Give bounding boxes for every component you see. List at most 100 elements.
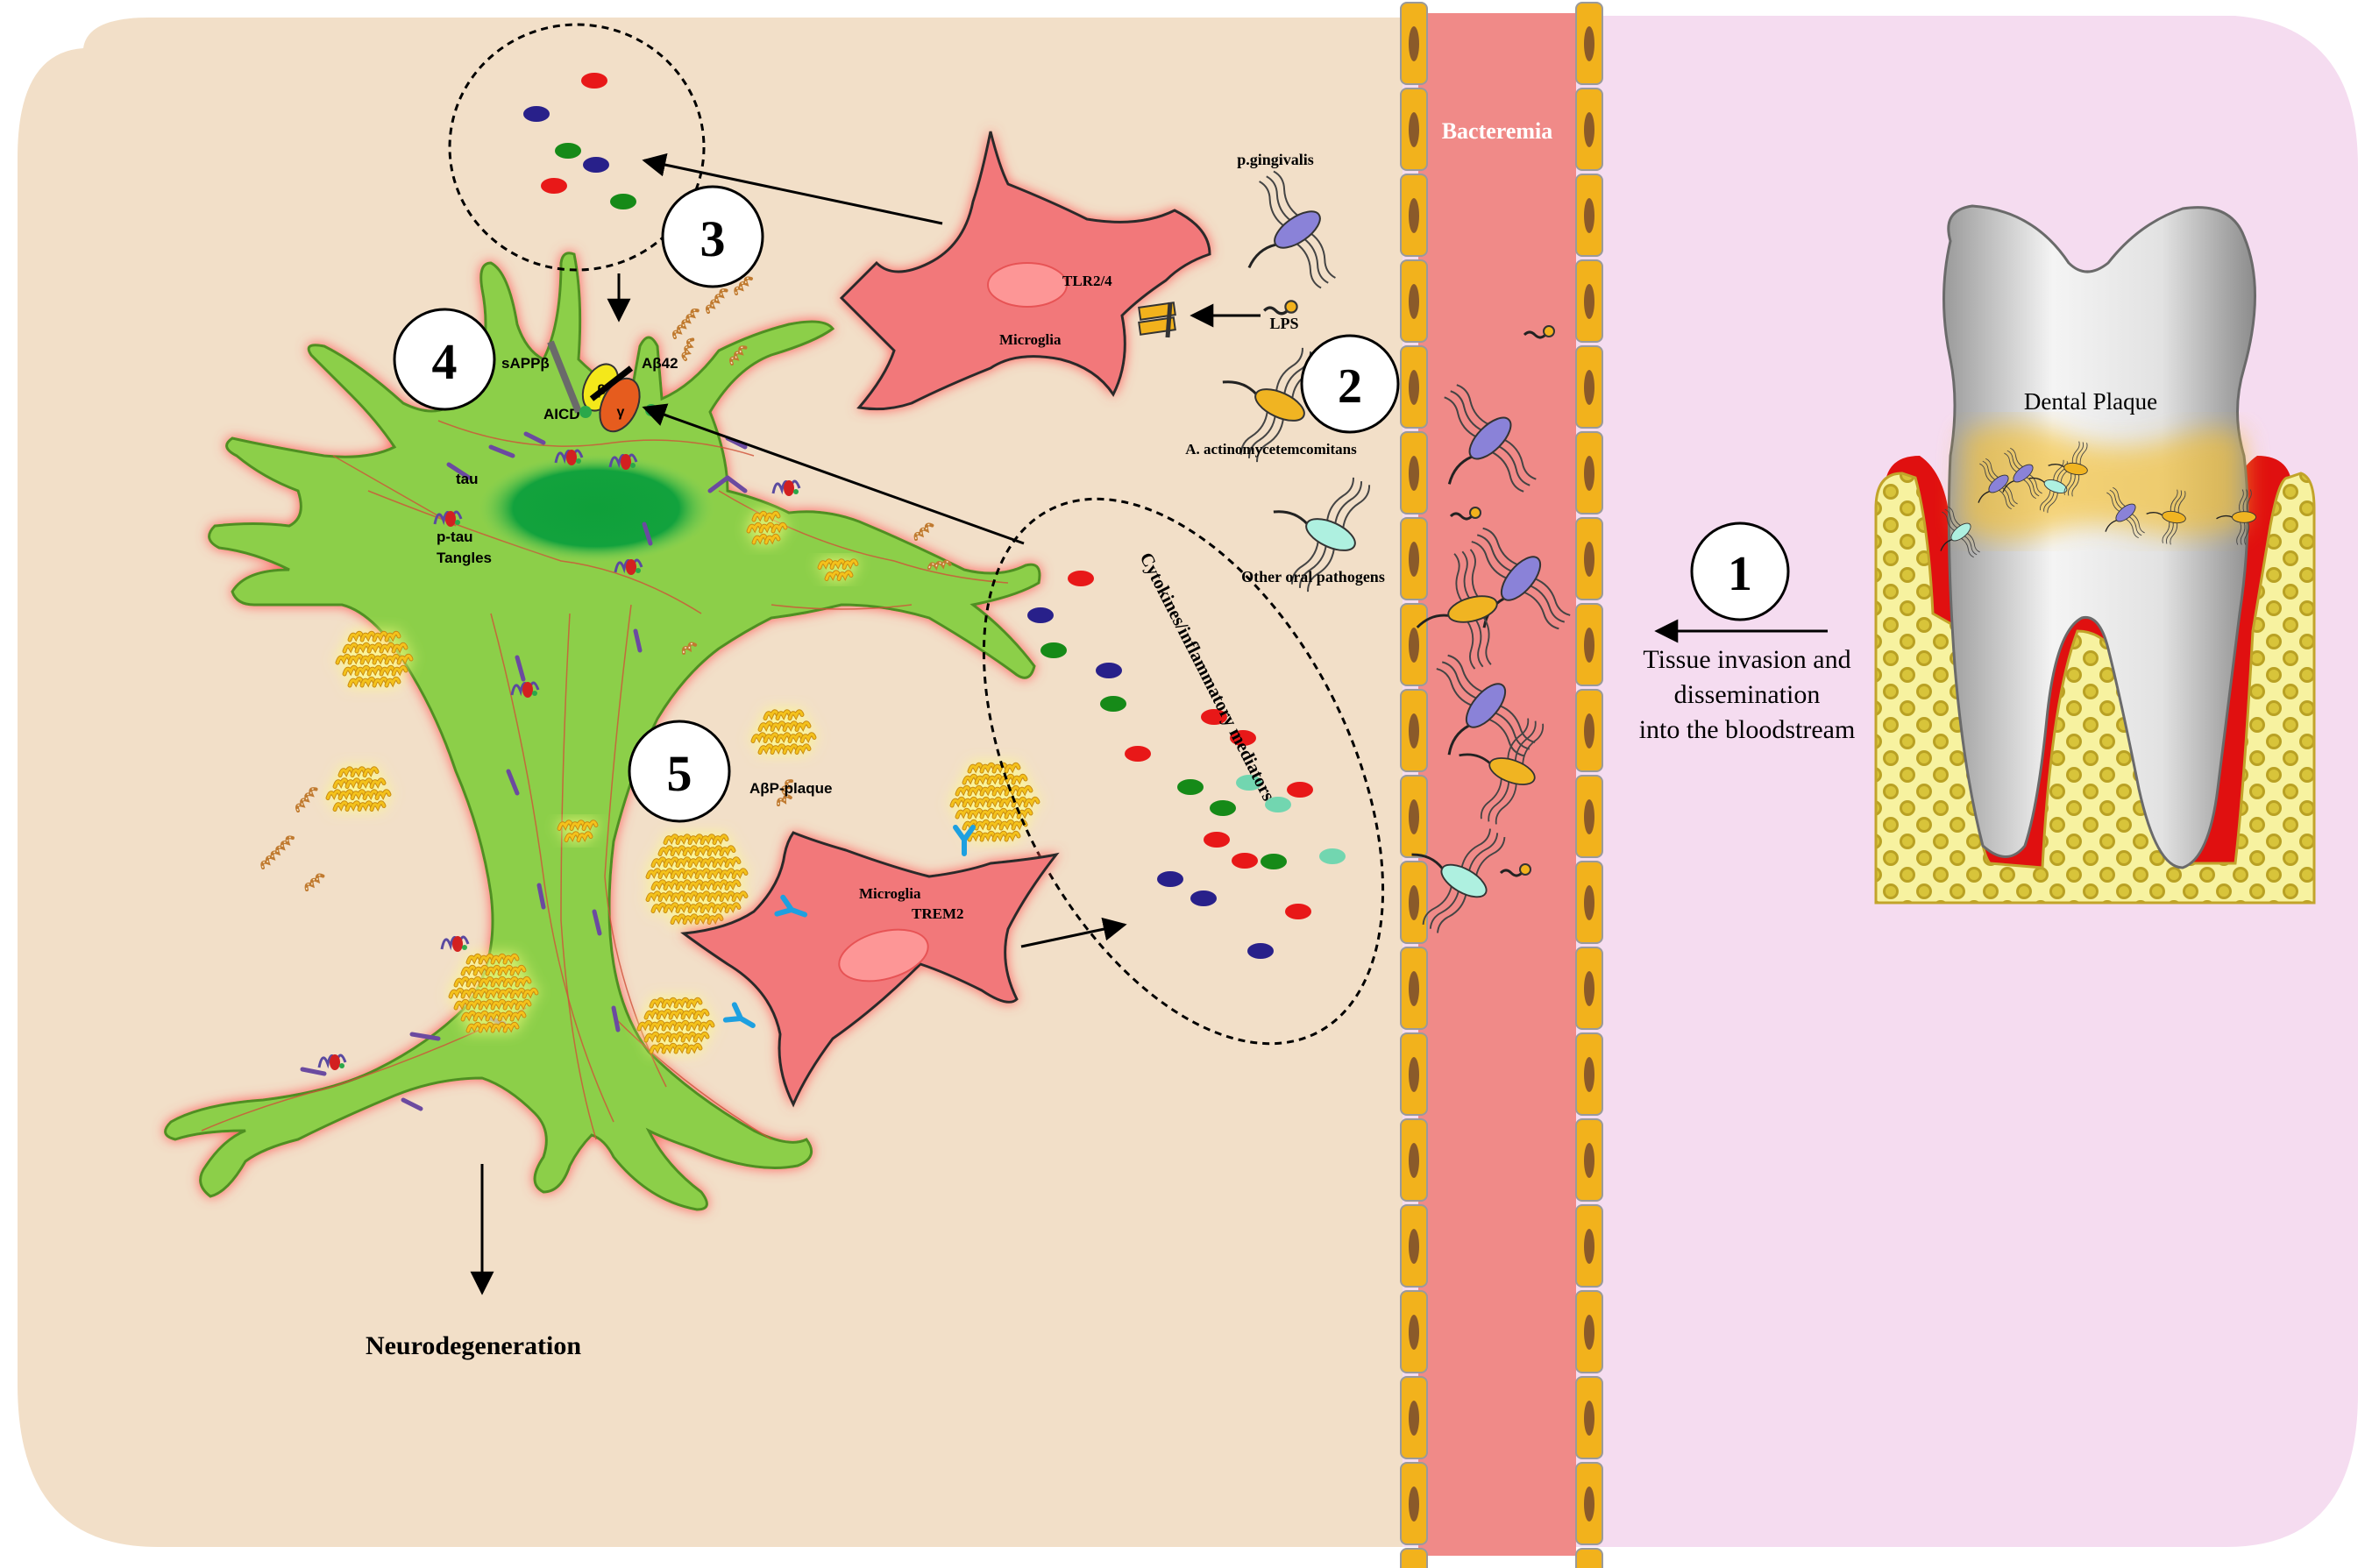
tlr-receptor-icon — [1138, 302, 1176, 338]
neurofilament — [437, 420, 755, 457]
pilus — [1942, 511, 1956, 532]
pilus — [1436, 668, 1473, 706]
step-3-marker: 3 — [661, 185, 764, 288]
pilus — [2239, 489, 2244, 513]
tau-fragment — [523, 431, 546, 445]
bacterium-body — [1500, 556, 1542, 601]
endothelial-nucleus — [1584, 713, 1594, 749]
amyloid-fibril — [705, 288, 728, 314]
lps-icon — [1499, 863, 1531, 877]
bacteria-group — [1222, 170, 2256, 933]
tau-fragments — [300, 431, 748, 1111]
cytokine-dot — [1190, 890, 1217, 906]
flagellum — [2216, 514, 2233, 520]
pilus — [1503, 438, 1537, 480]
pilus — [1342, 485, 1371, 529]
amyloid-plaque-icon — [636, 997, 715, 1054]
pilus — [2128, 515, 2142, 536]
pilus — [2026, 476, 2040, 497]
flagellum — [2105, 520, 2117, 532]
bacterium-body — [2043, 479, 2068, 493]
pilus — [1450, 390, 1483, 432]
y-receptor-icon — [953, 825, 976, 856]
endothelial-nucleus — [1584, 1229, 1594, 1264]
bacterium-icon — [2028, 459, 2072, 514]
endothelial-nucleus — [1409, 198, 1419, 233]
step-3-number: 3 — [700, 210, 726, 267]
amyloid-plaque-icon — [557, 819, 599, 843]
pilus — [1326, 477, 1354, 522]
pilus — [2125, 518, 2139, 539]
cytokine-dot — [1040, 642, 1067, 658]
lps-icon — [1263, 300, 1298, 316]
step1-caption-line3: into the bloodstream — [1639, 715, 1856, 744]
pilus — [2165, 521, 2174, 544]
bacterium-body — [1488, 757, 1536, 785]
endothelial-nucleus — [1409, 542, 1419, 577]
pilus — [1493, 711, 1531, 750]
arrow-cytokines-to-app — [642, 403, 1025, 545]
pilus — [1960, 537, 1974, 558]
amyloid-fibril — [681, 337, 695, 361]
amyloid-plaque-icon — [645, 834, 749, 926]
cytokine-dot — [581, 73, 607, 89]
endothelium-right — [1575, 2, 1603, 1568]
step-5-marker: 5 — [628, 720, 731, 823]
bacterium-body — [1950, 522, 1971, 542]
endothelial-nucleus — [1584, 370, 1594, 405]
endothelial-nucleus — [1584, 799, 1594, 834]
tau-fragment — [642, 521, 653, 546]
endothelial-nucleus — [1584, 26, 1594, 61]
bacterium-icon — [1940, 506, 1980, 558]
endothelial-nucleus — [1409, 628, 1419, 663]
pilus — [2006, 450, 2021, 471]
flagellum — [2028, 477, 2045, 483]
pilus — [2043, 491, 2055, 512]
tooth-crown-root — [1942, 204, 2256, 869]
endothelial-nucleus — [1584, 628, 1594, 663]
tau-fragment — [633, 628, 643, 653]
endothelial-nucleus — [1409, 284, 1419, 319]
endothelial-nucleus — [1584, 112, 1594, 147]
p-tau-label: p-tau — [437, 529, 473, 545]
tau-tangle-icon — [608, 453, 638, 470]
pilus — [1474, 836, 1506, 877]
pilus — [2162, 521, 2170, 543]
pilus — [2022, 479, 2036, 500]
amyloid-fibril — [681, 642, 698, 655]
y-receptor-icon — [722, 1002, 756, 1028]
pilus — [2071, 474, 2080, 497]
amyloid-fibril — [927, 559, 952, 571]
tau-fragment — [515, 655, 526, 682]
amyloid-plaque-icon — [750, 709, 817, 756]
trem2-label: TREM2 — [912, 905, 964, 922]
tooth-icon — [1874, 204, 2316, 905]
tau-tangle-icon — [614, 558, 643, 575]
amyloid-fibril — [728, 345, 748, 365]
amyloid-plaque-icons — [325, 510, 1040, 1054]
amyloid-plaque-icon — [746, 510, 788, 545]
endothelial-nucleus — [1584, 284, 1594, 319]
pilus — [1482, 527, 1519, 566]
tau-fragment — [401, 1097, 423, 1111]
cytokine-cluster-upper — [448, 23, 706, 272]
pilus — [1469, 549, 1480, 599]
pilus — [1998, 489, 2012, 510]
flagellum — [1411, 853, 1444, 869]
cytokine-dot — [555, 143, 581, 159]
pilus — [1298, 543, 1327, 588]
pilus — [2174, 490, 2183, 513]
pilus — [1522, 723, 1545, 765]
endothelial-cell — [1575, 1548, 1603, 1568]
cytokine-dot — [1027, 607, 1054, 623]
pilus — [2010, 447, 2024, 468]
tau-fragment — [446, 462, 472, 480]
sappb-label: sAPPβ — [501, 355, 550, 372]
pilus — [2004, 452, 2018, 473]
pilus — [1429, 889, 1460, 929]
cytokine-dot — [1319, 848, 1346, 864]
pilus — [1461, 550, 1471, 600]
endothelial-nucleus — [1584, 1486, 1594, 1522]
abeta42-label: Aβ42 — [642, 355, 678, 372]
y-receptor-icon — [774, 894, 808, 918]
